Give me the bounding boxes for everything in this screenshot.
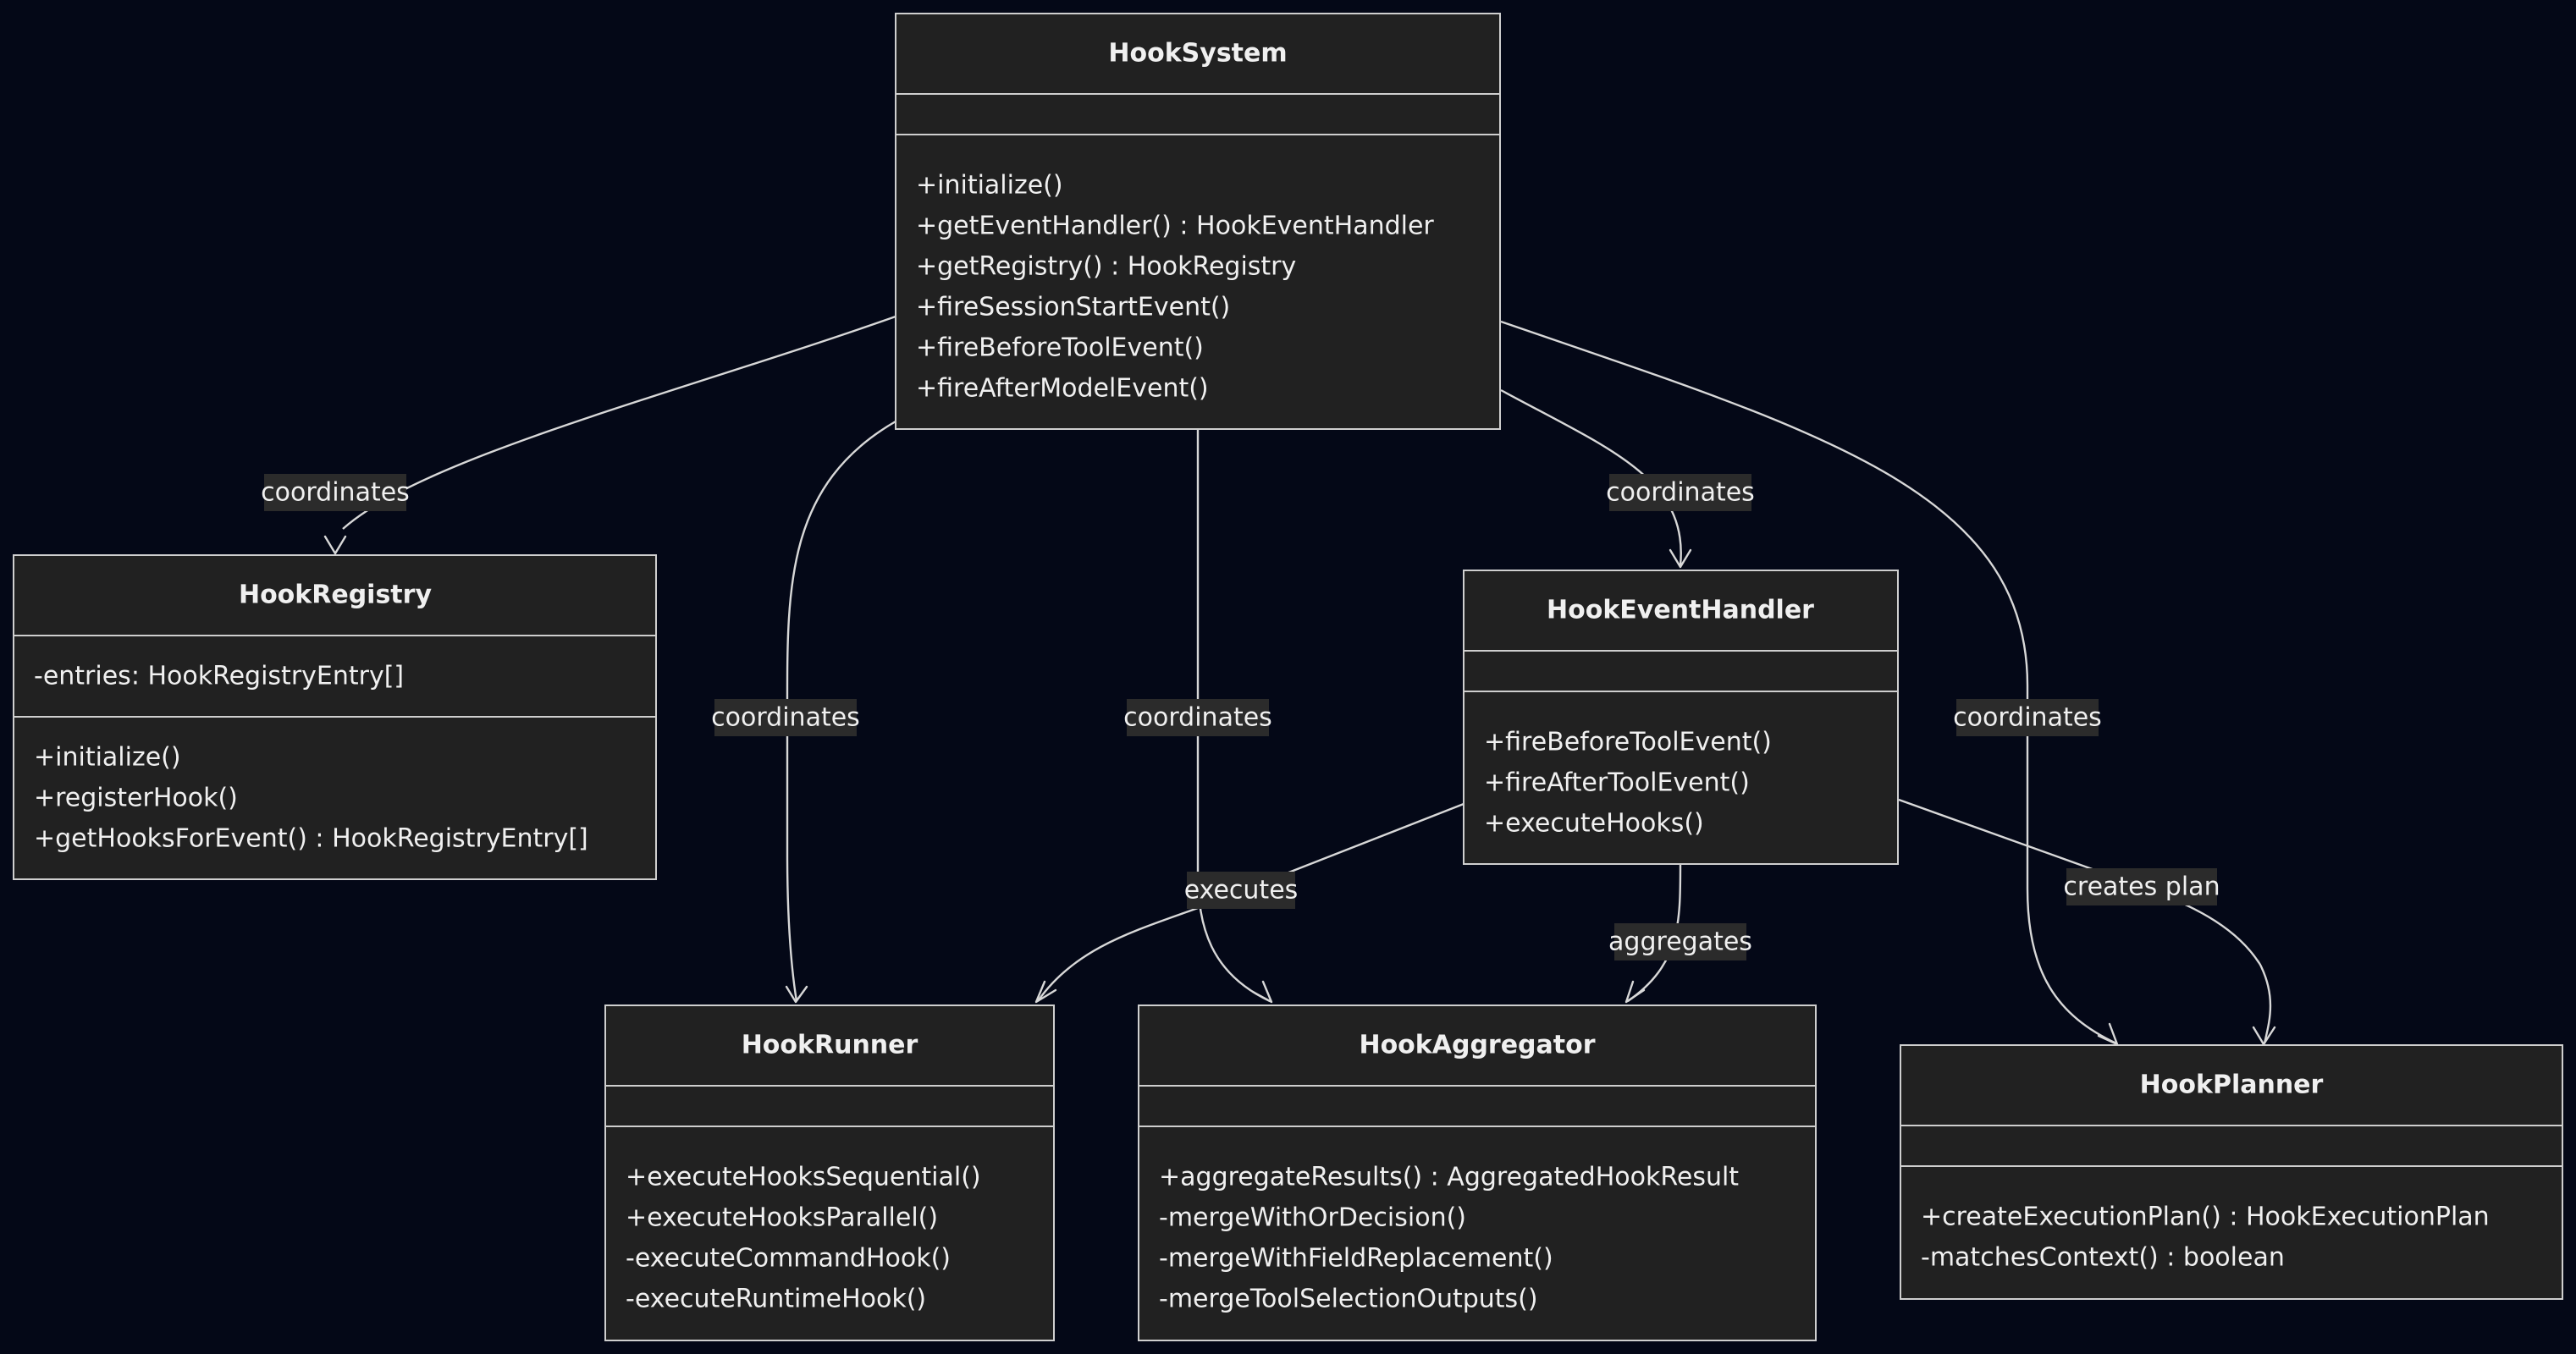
relation-label: coordinates	[261, 474, 410, 511]
class-method: -mergeWithOrDecision()	[1159, 1203, 1466, 1233]
relation-label-bg	[264, 474, 406, 511]
relation-label: coordinates	[1123, 699, 1272, 736]
class-method: +registerHook()	[34, 784, 238, 813]
class-box-hook-event-handler: HookEventHandler +fireBeforeToolEvent() …	[1463, 570, 1899, 865]
relation-label-bg	[1614, 923, 1746, 960]
relation-label: coordinates	[1953, 699, 2102, 736]
edge-line	[786, 420, 896, 1002]
arrow-head	[323, 535, 347, 555]
edge-line	[1500, 320, 2117, 1045]
relation-label-text: coordinates	[1123, 703, 1272, 733]
class-name: HookRunner	[742, 1031, 918, 1060]
relation-system-runner	[785, 420, 896, 1004]
relation-handler-runner	[1034, 802, 1465, 1004]
relation-label-text: creates plan	[2063, 872, 2220, 902]
class-method: +getEventHandler() : HookEventHandler	[916, 212, 1434, 241]
class-box-hook-runner: HookRunner +executeHooksSequential() +ex…	[604, 1004, 1055, 1341]
class-name: HookPlanner	[2140, 1071, 2324, 1100]
relation-label-bg	[1956, 699, 2099, 736]
edge-line	[342, 315, 896, 530]
relation-label: coordinates	[1606, 474, 1755, 511]
class-method: -executeRuntimeHook()	[626, 1285, 926, 1314]
class-method: -executeCommandHook()	[626, 1244, 951, 1274]
relation-label-bg	[714, 699, 857, 736]
class-name: HookAggregator	[1359, 1031, 1595, 1060]
relation-label-bg	[1609, 474, 1751, 511]
class-attribute: -entries: HookRegistryEntry[]	[34, 662, 404, 691]
class-box-hook-registry: HookRegistry -entries: HookRegistryEntry…	[13, 554, 657, 880]
relation-system-event-handler	[1500, 388, 1692, 569]
class-method: +aggregateResults() : AggregatedHookResu…	[1159, 1163, 1739, 1192]
class-name: HookEventHandler	[1547, 596, 1814, 625]
arrow-head	[1034, 980, 1057, 1004]
class-method: +getRegistry() : HookRegistry	[916, 252, 1296, 282]
relation-label-bg	[1127, 699, 1269, 736]
edge-line	[1037, 802, 1465, 1002]
class-method: -matchesContext() : boolean	[1921, 1243, 2285, 1273]
relation-handler-planner	[1898, 798, 2276, 1046]
class-method: +fireAfterModelEvent()	[916, 374, 1209, 404]
relation-label-text: coordinates	[711, 703, 860, 733]
class-method: +initialize()	[916, 171, 1063, 201]
class-method: +executeHooksParallel()	[626, 1203, 938, 1233]
relation-label-text: coordinates	[1606, 478, 1755, 508]
edge-labels: coordinates coordinates coordinates coor…	[261, 474, 2220, 960]
class-box-hook-aggregator: HookAggregator +aggregateResults() : Agg…	[1138, 1004, 1817, 1341]
relation-label-bg	[2066, 868, 2217, 905]
class-method: +executeHooksSequential()	[626, 1163, 981, 1192]
class-method: +fireAfterToolEvent()	[1484, 768, 1750, 798]
relation-label: creates plan	[2063, 868, 2220, 905]
relation-label-text: aggregates	[1608, 927, 1752, 957]
relation-label: aggregates	[1608, 923, 1752, 960]
class-method: +getHooksForEvent() : HookRegistryEntry[…	[34, 824, 588, 854]
class-method: +fireBeforeToolEvent()	[916, 333, 1204, 363]
class-method: +fireSessionStartEvent()	[916, 293, 1230, 322]
class-method: -mergeWithFieldReplacement()	[1159, 1244, 1553, 1274]
relation-label-text: coordinates	[1953, 703, 2102, 733]
relation-label-text: executes	[1184, 876, 1299, 905]
class-name: HookRegistry	[239, 581, 432, 610]
class-method: +fireBeforeToolEvent()	[1484, 728, 1772, 757]
relation-label-text: coordinates	[261, 478, 410, 508]
relation-label: coordinates	[711, 699, 860, 736]
class-box-hook-planner: HookPlanner +createExecutionPlan() : Hoo…	[1900, 1044, 2563, 1300]
relation-label-bg	[1187, 872, 1295, 909]
class-method: +executeHooks()	[1484, 809, 1704, 839]
class-box-hook-system: HookSystem +initialize() +getEventHandle…	[895, 13, 1501, 430]
arrow-head	[2097, 1022, 2119, 1046]
arrow-head	[1251, 980, 1273, 1004]
class-method: +initialize()	[34, 743, 181, 773]
relation-label: executes	[1184, 872, 1299, 909]
edge-line	[1898, 798, 2272, 1044]
edge-line	[1500, 388, 1682, 566]
class-method: -mergeToolSelectionOutputs()	[1159, 1285, 1538, 1314]
arrow-head	[785, 985, 808, 1004]
class-method: +createExecutionPlan() : HookExecutionPl…	[1921, 1203, 2490, 1232]
arrow-head	[1669, 548, 1692, 569]
arrow-head	[1624, 980, 1646, 1004]
class-name: HookSystem	[1108, 39, 1287, 69]
relation-system-registry	[323, 315, 896, 555]
